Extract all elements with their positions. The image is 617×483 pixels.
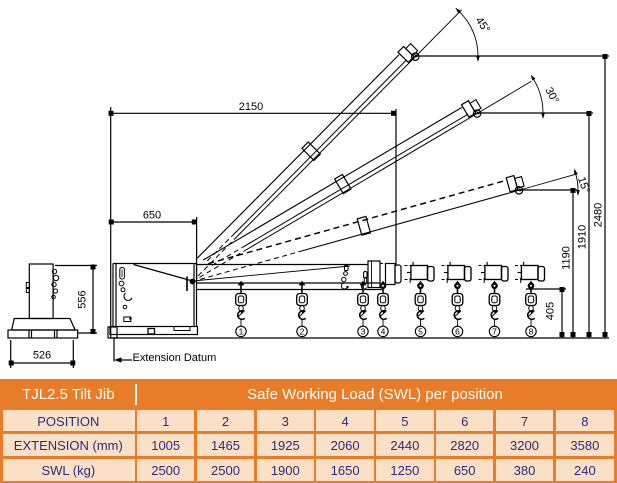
- svg-text:2150: 2150: [239, 101, 263, 113]
- svg-text:3: 3: [361, 327, 366, 337]
- svg-text:556: 556: [77, 290, 89, 308]
- svg-text:405: 405: [545, 302, 557, 320]
- svg-text:30°: 30°: [542, 85, 560, 105]
- svg-text:650: 650: [143, 210, 161, 222]
- svg-text:Extension Datum: Extension Datum: [133, 352, 217, 364]
- svg-text:526: 526: [33, 350, 51, 362]
- svg-text:1190: 1190: [561, 246, 573, 270]
- svg-text:8: 8: [529, 327, 534, 337]
- svg-text:15°: 15°: [575, 175, 592, 195]
- svg-text:7: 7: [492, 327, 497, 337]
- svg-text:45°: 45°: [473, 15, 492, 36]
- svg-text:2480: 2480: [593, 203, 605, 227]
- svg-text:2: 2: [300, 327, 305, 337]
- svg-text:4: 4: [381, 327, 386, 337]
- svg-text:1910: 1910: [577, 225, 589, 249]
- svg-text:5: 5: [418, 327, 423, 337]
- svg-text:1: 1: [239, 327, 244, 337]
- svg-text:6: 6: [455, 327, 460, 337]
